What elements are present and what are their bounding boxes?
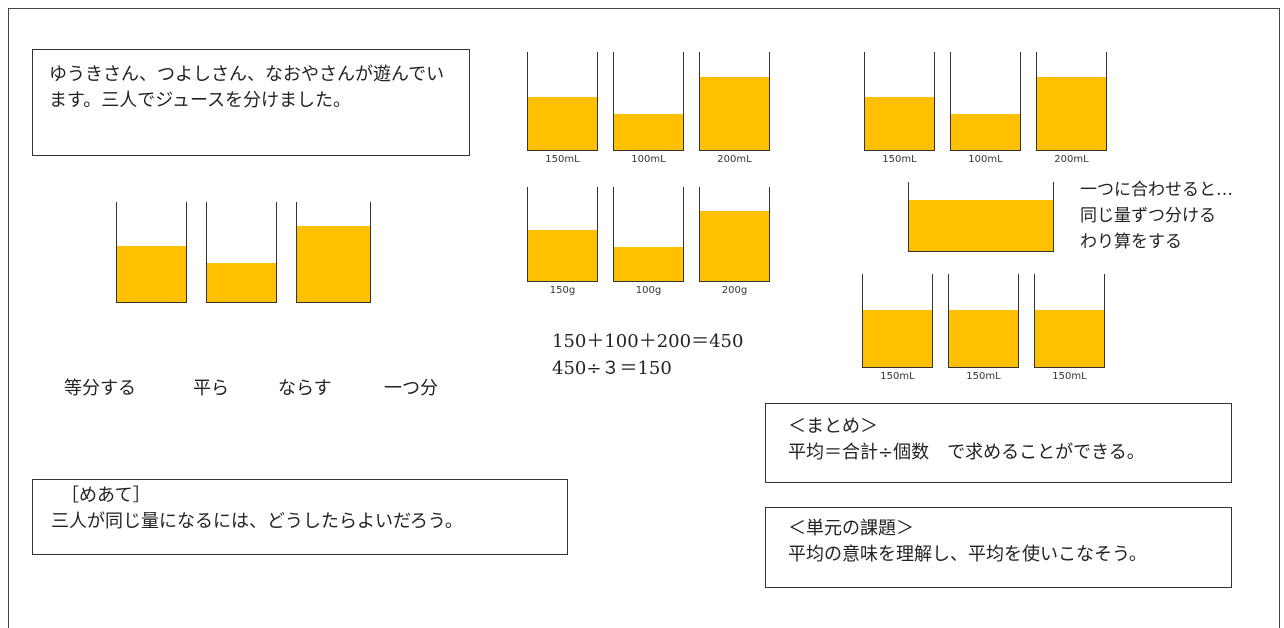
unit-task-title: ＜単元の課題＞ — [788, 518, 914, 539]
intro-text: ゆうきさん、つよしさん、なおやさんが遊んでいます。三人でジュースを分けました。 — [49, 64, 445, 111]
cup-left-1 — [116, 202, 187, 303]
cup-label: 100mL — [631, 154, 666, 165]
juice-fill — [700, 77, 769, 150]
cup-label: 150g — [549, 285, 576, 296]
cup-ml-top-middle-2 — [613, 52, 684, 151]
goal-text: 三人が同じ量になるには、どうしたらよいだろう。 — [51, 511, 463, 532]
cup-grams-2 — [613, 187, 684, 282]
goal-title: ［めあて］ — [61, 485, 151, 506]
cup-label: 150mL — [545, 154, 580, 165]
cup-equal-1 — [862, 274, 933, 368]
unit-task-text: 平均の意味を理解し、平均を使いこなそう。 — [788, 544, 1147, 565]
cup-ml-top-right-3 — [1036, 52, 1107, 151]
word-hitotsubun: 一つ分 — [384, 378, 438, 399]
cup-ml-top-right-2 — [950, 52, 1021, 151]
cup-equal-3 — [1034, 274, 1105, 368]
juice-fill — [528, 97, 597, 150]
note-line-1: 一つに合わせると… — [1080, 180, 1233, 200]
cup-label: 150mL — [1052, 371, 1087, 382]
process-note: 一つに合わせると… 同じ量ずつ分ける わり算をする — [1080, 177, 1233, 255]
juice-fill — [207, 263, 276, 302]
juice-fill — [909, 200, 1053, 251]
cup-left-2 — [206, 202, 277, 303]
juice-fill — [614, 114, 683, 150]
word-touhun: 等分する — [64, 378, 136, 399]
cup-label: 150mL — [880, 371, 915, 382]
juice-fill — [117, 246, 186, 302]
juice-fill — [700, 211, 769, 281]
page-frame — [8, 8, 1280, 628]
cup-grams-3 — [699, 187, 770, 282]
goal-box: ［めあて］ 三人が同じ量になるには、どうしたらよいだろう。 — [32, 479, 568, 555]
intro-box: ゆうきさん、つよしさん、なおやさんが遊んでいます。三人でジュースを分けました。 — [32, 49, 470, 156]
sum-equation: 150＋100＋200＝450 — [552, 331, 744, 352]
note-line-2: 同じ量ずつ分ける — [1080, 206, 1216, 226]
juice-fill — [865, 97, 934, 150]
juice-fill — [297, 226, 370, 302]
cup-label: 200g — [721, 285, 748, 296]
note-line-3: わり算をする — [1080, 232, 1182, 252]
cup-left-3 — [296, 202, 371, 303]
juice-fill — [863, 310, 932, 367]
cup-combined-1 — [908, 182, 1054, 252]
summary-box: ＜まとめ＞ 平均＝合計÷個数 で求めることができる。 — [765, 403, 1232, 483]
division-equation: 450÷３＝150 — [552, 358, 672, 379]
cup-ml-top-middle-3 — [699, 52, 770, 151]
juice-fill — [1035, 310, 1104, 367]
cup-label: 200mL — [1054, 154, 1089, 165]
unit-task-box: ＜単元の課題＞ 平均の意味を理解し、平均を使いこなそう。 — [765, 507, 1232, 588]
cup-label: 200mL — [717, 154, 752, 165]
juice-fill — [614, 247, 683, 281]
cup-label: 150mL — [966, 371, 1001, 382]
word-narasu: ならす — [278, 378, 332, 399]
juice-fill — [951, 114, 1020, 150]
word-taira: 平ら — [193, 378, 229, 399]
summary-text: 平均＝合計÷個数 で求めることができる。 — [788, 442, 1145, 463]
cup-ml-top-right-1 — [864, 52, 935, 151]
cup-ml-top-middle-1 — [527, 52, 598, 151]
cup-label: 150mL — [882, 154, 917, 165]
cup-equal-2 — [948, 274, 1019, 368]
juice-fill — [528, 230, 597, 281]
cup-label: 100g — [635, 285, 662, 296]
cup-grams-1 — [527, 187, 598, 282]
juice-fill — [1037, 77, 1106, 150]
summary-title: ＜まとめ＞ — [788, 416, 878, 437]
cup-label: 100mL — [968, 154, 1003, 165]
juice-fill — [949, 310, 1018, 367]
